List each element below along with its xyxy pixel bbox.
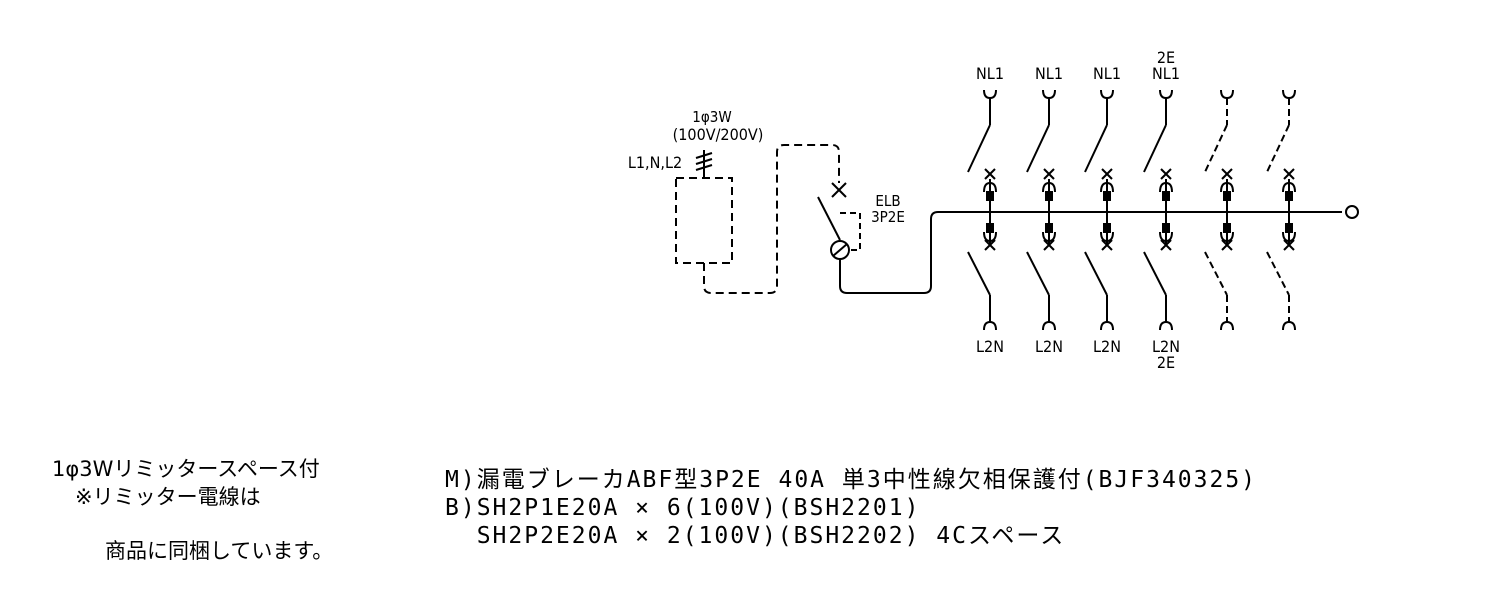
- branch-bottom-terminal: [1042, 320, 1056, 331]
- branch-circuit-2: [1026, 89, 1056, 331]
- branch-contact-upper: [1223, 191, 1231, 201]
- source-phase-label: 1φ3W: [692, 108, 731, 126]
- branch-contact-lower: [1045, 223, 1053, 233]
- branch-bottom-label: L2N: [1152, 337, 1180, 356]
- branch-contact-upper: [1103, 191, 1111, 201]
- branch-contact-upper: [1285, 191, 1293, 201]
- branch-top-label: NL1: [1152, 64, 1180, 83]
- branch-bottom-switch-blade: [1266, 251, 1290, 296]
- branch-top-terminal: [1159, 89, 1173, 100]
- elb-sensor-box: [840, 212, 861, 251]
- bus-end-terminal: [1345, 205, 1359, 219]
- branch-contact-lower: [1285, 223, 1293, 233]
- spec-line-main-breaker: M)漏電ブレーカABF型3P2E 40A 単3中性線欠相保護付(BJF34032…: [445, 467, 1258, 493]
- branch-top-switch-blade: [1084, 124, 1108, 173]
- branch-bottom-terminal: [1220, 320, 1234, 331]
- limiter-space-box: [675, 177, 733, 264]
- branch-bottom-switch-blade: [1204, 251, 1228, 296]
- branch-top-label: NL1: [1093, 64, 1121, 83]
- branch-top-terminal: [983, 89, 997, 100]
- limiter-note-line-1: 1φ3Wリミッタースペース付: [52, 457, 320, 481]
- branch-top-switch-blade: [1026, 124, 1050, 173]
- branch-contact-lower: [1223, 223, 1231, 233]
- limiter-note-line-2: ※リミッター電線は: [75, 485, 261, 509]
- branch-top-terminal: [1220, 89, 1234, 100]
- branch-bottom-switch-blade: [1026, 251, 1050, 296]
- branch-top-switch-blade: [1143, 124, 1167, 173]
- branch-bottom-terminal: [1100, 320, 1114, 331]
- spec-line-branch-1: B)SH2P1E20A × 6(100V)(BSH2201): [445, 495, 921, 521]
- branch-bottom-label: L2N: [976, 337, 1004, 356]
- spec-line-branch-2: SH2P2E20A × 2(100V)(BSH2202) 4Cスペース: [445, 523, 1066, 549]
- branch-top-terminal: [1100, 89, 1114, 100]
- limiter-note-line-3: 商品に同梱しています。: [105, 539, 334, 563]
- branch-top-label: NL1: [976, 64, 1004, 83]
- branch-top-terminal: [1042, 89, 1056, 100]
- branch-top-switch-blade: [1266, 124, 1290, 173]
- source-wires-label: L1,N,L2: [628, 153, 682, 172]
- branch-contact-upper: [1162, 191, 1170, 201]
- main-breaker-blade: [817, 196, 841, 241]
- branch-top-label: NL1: [1035, 64, 1063, 83]
- main-breaker-type-label: ELB: [875, 192, 900, 210]
- branch-circuit-6: [1266, 89, 1296, 331]
- branch-bottom-switch-blade: [967, 251, 991, 296]
- main-line: [839, 211, 1342, 294]
- main-breaker-poles-label: 3P2E: [871, 208, 905, 226]
- branch-contact-lower: [1162, 223, 1170, 233]
- limiter-wire: [703, 144, 840, 294]
- branch-bottom-label: 2E: [1157, 353, 1175, 372]
- branch-bottom-label: L2N: [1093, 337, 1121, 356]
- branch-circuit-1: [967, 89, 997, 331]
- branch-bottom-terminal: [1159, 320, 1173, 331]
- branch-bottom-switch-blade: [1143, 251, 1167, 296]
- branch-circuit-3: [1084, 89, 1114, 331]
- branch-circuit-5: [1204, 89, 1234, 331]
- branch-bottom-terminal: [1282, 320, 1296, 331]
- source-voltage-label: (100V/200V): [673, 125, 764, 144]
- branch-contact-lower: [1103, 223, 1111, 233]
- branch-top-label: 2E: [1157, 48, 1175, 67]
- branch-top-terminal: [1282, 89, 1296, 100]
- branch-top-switch-blade: [967, 124, 991, 173]
- branch-circuit-4: [1143, 89, 1173, 331]
- branch-bottom-terminal: [983, 320, 997, 331]
- branch-contact-lower: [986, 223, 994, 233]
- branch-contact-upper: [1045, 191, 1053, 201]
- branch-bottom-switch-blade: [1084, 251, 1108, 296]
- branch-bottom-label: L2N: [1035, 337, 1063, 356]
- branch-top-switch-blade: [1204, 124, 1228, 173]
- main-breaker-x-2: [831, 182, 847, 198]
- branch-contact-upper: [986, 191, 994, 201]
